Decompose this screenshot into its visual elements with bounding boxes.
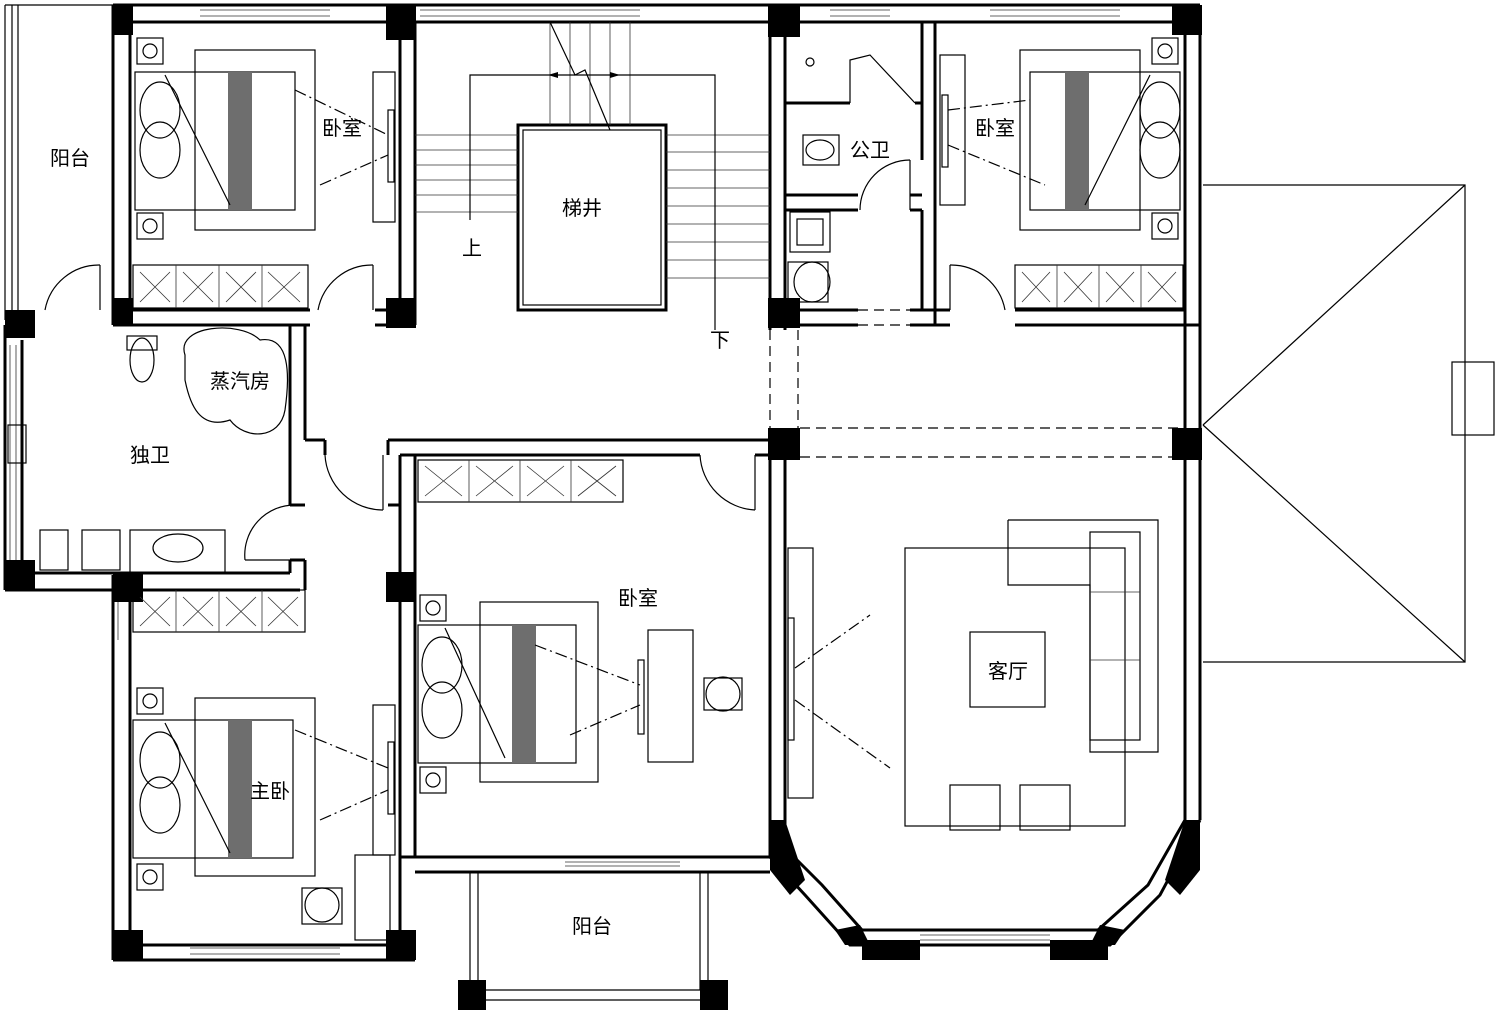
label-bedroom-top-right: 卧室 xyxy=(975,116,1015,140)
beds xyxy=(132,49,1181,877)
lamp-icons xyxy=(136,37,1179,891)
room-labels: 阳台 卧室 梯井 上 下 公卫 卧室 蒸汽房 独卫 卧室 客厅 主卧 阳台 xyxy=(50,116,1028,938)
bath-fixtures xyxy=(7,57,840,574)
columns xyxy=(5,5,1202,1010)
label-master-bedroom: 主卧 xyxy=(250,779,290,803)
windows xyxy=(9,9,1120,955)
roof-outline xyxy=(1202,184,1495,663)
label-stair-up: 上 xyxy=(462,236,482,260)
label-stair-well: 梯井 xyxy=(562,196,602,220)
label-steam-room: 蒸汽房 xyxy=(210,369,270,393)
label-stair-down: 下 xyxy=(710,328,730,352)
tv-units xyxy=(294,54,1046,941)
interior-walls xyxy=(113,5,1200,960)
label-public-bath: 公卫 xyxy=(850,138,890,162)
doors[interactable] xyxy=(44,54,1006,561)
label-bedroom-top-left: 卧室 xyxy=(322,116,362,140)
staircase xyxy=(415,21,770,330)
label-living-room: 客厅 xyxy=(988,659,1028,683)
living-furniture xyxy=(904,519,1159,831)
label-balcony-left: 阳台 xyxy=(50,146,90,170)
label-bedroom-center: 卧室 xyxy=(618,586,658,610)
label-balcony-bottom: 阳台 xyxy=(572,914,612,938)
wardrobes xyxy=(132,264,1184,633)
label-private-bath: 独卫 xyxy=(130,443,170,467)
